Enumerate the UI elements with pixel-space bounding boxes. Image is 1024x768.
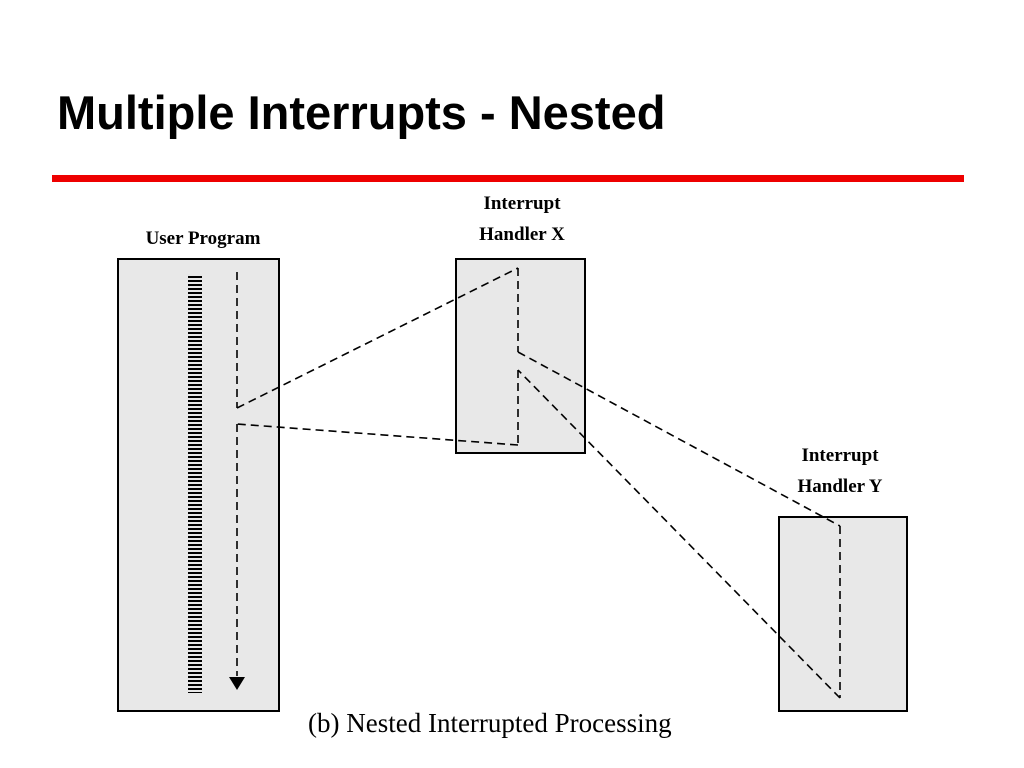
user-program-label: User Program <box>146 228 261 249</box>
handler-x-box <box>455 258 586 454</box>
handler-y-label-line1: Interrupt <box>801 445 879 466</box>
figure-caption: (b) Nested Interrupted Processing <box>306 708 674 739</box>
title-divider <box>52 175 964 182</box>
return-to-user-program <box>236 423 519 446</box>
handler-x-label-line2: Handler X <box>479 224 565 245</box>
slide-title: Multiple Interrupts - Nested <box>57 86 666 139</box>
interrupt-to-handler-x <box>236 267 519 409</box>
handler-x-label-line1: Interrupt <box>483 193 561 214</box>
interrupt-to-handler-y <box>517 351 841 527</box>
user-program-instructions <box>188 274 202 693</box>
execution-flow <box>236 267 841 699</box>
handler-y-box <box>778 516 908 712</box>
flow-arrowhead <box>229 677 245 690</box>
handler-y-label-line2: Handler Y <box>798 476 883 497</box>
cropped-footer <box>0 740 1024 768</box>
return-to-handler-x <box>517 369 841 699</box>
